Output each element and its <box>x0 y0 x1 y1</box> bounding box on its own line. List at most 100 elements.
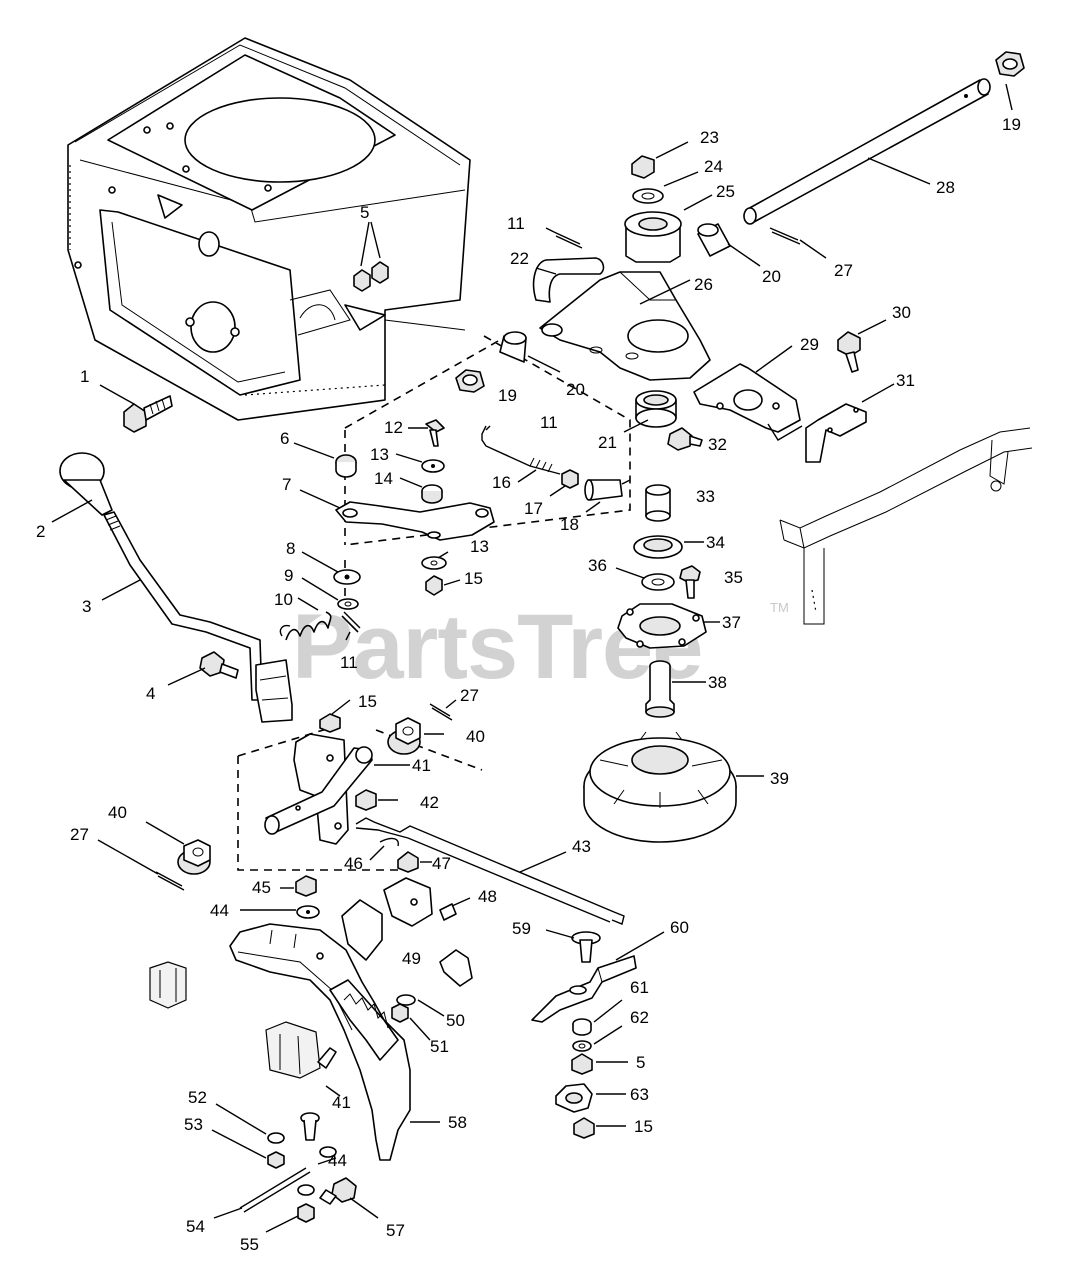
pin-11-top <box>553 231 583 249</box>
rod-43 <box>355 817 625 925</box>
callout-27c: 27 <box>70 825 89 844</box>
watermark-trademark: TM <box>770 600 789 615</box>
nut-42 <box>355 789 377 811</box>
callout-44a: 44 <box>210 901 229 920</box>
callout-18: 18 <box>560 515 579 534</box>
callout-23: 23 <box>700 128 719 147</box>
bearing-34 <box>633 535 683 559</box>
callout-50: 50 <box>446 1011 465 1030</box>
callout-15c: 15 <box>634 1117 653 1136</box>
callout-21: 21 <box>598 433 617 452</box>
callout-13a: 13 <box>370 445 389 464</box>
washer-24 <box>632 188 664 204</box>
bracket-7 <box>335 501 495 541</box>
callout-20b: 20 <box>566 380 585 399</box>
rod-54 <box>239 1167 311 1213</box>
callout-43: 43 <box>572 837 591 856</box>
callout-13b: 13 <box>470 537 489 556</box>
callout-12: 12 <box>384 418 403 437</box>
callout-1: 1 <box>80 367 89 386</box>
callout-7: 7 <box>282 475 291 494</box>
callout-37: 37 <box>722 613 741 632</box>
shift-arm-26 <box>539 271 711 381</box>
pin-11 <box>341 615 359 633</box>
pulley-39 <box>583 731 737 843</box>
bushing-25 <box>624 211 682 263</box>
bolt-57 <box>319 1177 357 1205</box>
callout-10: 10 <box>274 590 293 609</box>
nut-55 <box>297 1203 315 1223</box>
callout-55: 55 <box>240 1235 259 1254</box>
callout-41a: 41 <box>412 756 431 775</box>
callout-9: 9 <box>284 566 293 585</box>
callout-29: 29 <box>800 335 819 354</box>
callout-27b: 27 <box>460 686 479 705</box>
pin-27c <box>155 871 185 891</box>
flange-nut-40b <box>177 839 211 875</box>
nut-47 <box>397 851 419 873</box>
bolt-1 <box>123 395 173 433</box>
switch-41b <box>265 1021 337 1079</box>
frame-fragment-right <box>779 427 1033 625</box>
callout-19b: 19 <box>498 386 517 405</box>
callout-22: 22 <box>510 249 529 268</box>
callout-36: 36 <box>588 556 607 575</box>
screw-57a <box>300 1112 320 1141</box>
callout-39: 39 <box>770 769 789 788</box>
callout-17: 17 <box>524 499 543 518</box>
callout-46: 46 <box>344 854 363 873</box>
callout-45: 45 <box>252 878 271 897</box>
spring-10 <box>279 611 332 641</box>
washer-62 <box>572 1040 592 1052</box>
knob-2 <box>59 452 113 516</box>
callout-51: 51 <box>430 1037 449 1056</box>
callout-58: 58 <box>448 1113 467 1132</box>
nut-23 <box>631 155 655 179</box>
callout-8: 8 <box>286 539 295 558</box>
callout-5b: 5 <box>636 1053 645 1072</box>
nut-45 <box>295 875 317 897</box>
rod-28 <box>743 78 991 225</box>
callout-14: 14 <box>374 469 393 488</box>
callout-33: 33 <box>696 487 715 506</box>
nut-15b <box>319 713 341 733</box>
callout-49: 49 <box>402 949 421 968</box>
lockwasher-44b <box>297 1146 337 1196</box>
washer-13b <box>421 556 447 570</box>
nut-51 <box>391 1003 409 1023</box>
spacer-20b <box>697 223 731 257</box>
pin-27b <box>429 703 453 721</box>
bearing-21 <box>635 390 677 428</box>
callout-47: 47 <box>432 854 451 873</box>
callout-4: 4 <box>146 684 155 703</box>
callout-48: 48 <box>478 887 497 906</box>
engine-block <box>67 37 471 421</box>
nut-19b <box>995 51 1025 77</box>
callout-28: 28 <box>936 178 955 197</box>
clip-22 <box>532 257 605 303</box>
callout-3: 3 <box>82 597 91 616</box>
callout-35: 35 <box>724 568 743 587</box>
switch-fragment <box>149 961 187 1009</box>
bolt-32 <box>667 427 703 451</box>
ferrule-18 <box>584 479 631 501</box>
callout-53: 53 <box>184 1115 203 1134</box>
callout-27a: 27 <box>834 261 853 280</box>
bolt-59 <box>571 931 601 963</box>
nut-15a <box>425 575 443 596</box>
lever-60 <box>531 955 637 1023</box>
callout-15b: 15 <box>358 692 377 711</box>
nut-53 <box>267 1151 285 1169</box>
nut-pair-5 <box>353 261 389 292</box>
bolt-35 <box>679 565 701 599</box>
callout-54: 54 <box>186 1217 205 1236</box>
screw-12 <box>425 419 445 447</box>
nut-14 <box>421 484 443 504</box>
callout-19a: 19 <box>1002 115 1021 134</box>
callout-42: 42 <box>420 793 439 812</box>
callout-63: 63 <box>630 1085 649 1104</box>
callout-20a: 20 <box>762 267 781 286</box>
callout-6: 6 <box>280 429 289 448</box>
